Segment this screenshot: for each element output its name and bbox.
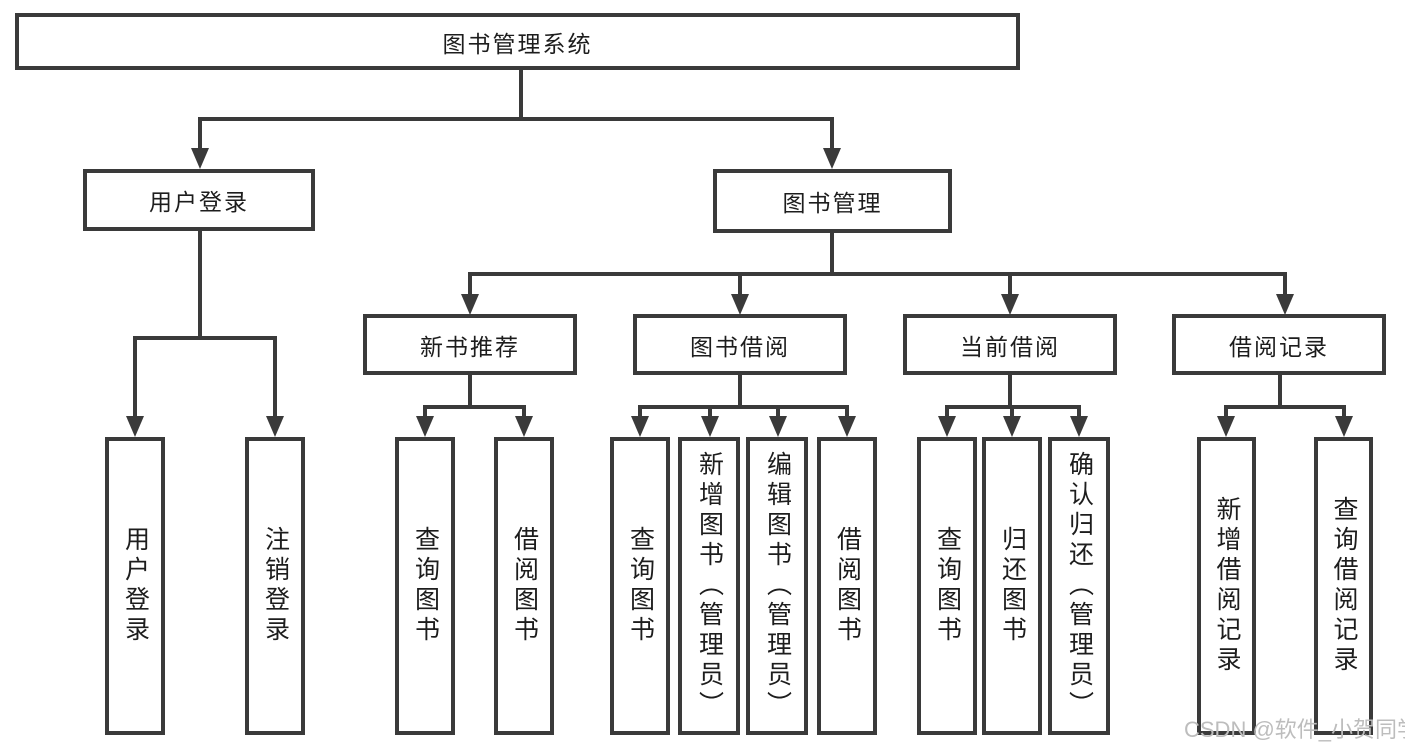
arrow-to-nb-query: [416, 405, 434, 437]
arrow-to-cb-return: [1003, 405, 1021, 437]
arrow-to-leaf-user-login: [126, 336, 144, 437]
leaf-bb-borrow-books: 借阅图书: [817, 437, 877, 735]
node-user-login: 用户登录: [83, 169, 315, 231]
leaf-bb-query-books: 查询图书: [610, 437, 670, 735]
connector-borrow-records-split: [1224, 405, 1346, 409]
node-borrow-records: 借阅记录: [1172, 314, 1386, 375]
arrow-to-bb-borrow: [838, 405, 856, 437]
watermark: CSDN @软件_小贺同学: [1184, 717, 1405, 742]
arrow-to-bb-add: [701, 405, 719, 437]
leaf-label: 用户登录: [121, 526, 150, 646]
arrow-to-book-management: [823, 117, 841, 169]
arrow-to-bb-edit: [769, 405, 787, 437]
arrow-to-book-borrow: [731, 272, 749, 315]
leaf-label: 归还图书: [998, 526, 1027, 646]
leaf-label: 新增图书（管理员）: [695, 451, 724, 721]
connector-level2-split: [468, 272, 1287, 276]
connector-new-books-stem: [468, 371, 472, 409]
leaf-label: 注销登录: [261, 526, 290, 646]
leaf-br-add-record: 新增借阅记录: [1197, 437, 1256, 735]
node-label: 图书管理: [782, 190, 883, 216]
arrow-to-new-books: [461, 272, 479, 315]
connector-new-books-split: [423, 405, 526, 409]
arrow-to-cb-confirm: [1070, 405, 1088, 437]
node-label: 图书管理系统: [442, 30, 593, 57]
leaf-bb-edit-books-admin: 编辑图书（管理员）: [746, 437, 808, 735]
arrow-to-cb-query: [938, 405, 956, 437]
connector-book-management-stem: [830, 230, 834, 276]
node-book-borrow: 图书借阅: [633, 314, 847, 375]
node-library-management-system: 图书管理系统: [15, 13, 1020, 70]
node-new-book-recommend: 新书推荐: [363, 314, 577, 375]
leaf-cb-query-books: 查询图书: [917, 437, 977, 735]
leaf-label: 确认归还（管理员）: [1065, 451, 1094, 721]
node-book-management: 图书管理: [713, 169, 952, 233]
leaf-logout: 注销登录: [245, 437, 305, 735]
node-label: 图书借阅: [690, 333, 790, 360]
node-label: 借阅记录: [1229, 333, 1329, 360]
leaf-cb-confirm-return-admin: 确认归还（管理员）: [1048, 437, 1110, 735]
connector-borrow-records-stem: [1278, 371, 1282, 409]
arrow-to-nb-borrow: [515, 405, 533, 437]
node-label: 当前借阅: [960, 333, 1060, 360]
connector-user-login-stem: [198, 228, 202, 340]
arrow-to-bb-query: [631, 405, 649, 437]
leaf-label: 查询图书: [411, 526, 440, 646]
connector-level1-split: [198, 117, 834, 121]
node-label: 新书推荐: [420, 333, 520, 360]
leaf-bb-add-books-admin: 新增图书（管理员）: [678, 437, 740, 735]
arrow-to-br-add: [1217, 405, 1235, 437]
arrow-to-current-borrow: [1001, 272, 1019, 315]
leaf-label: 借阅图书: [510, 526, 539, 646]
connector-current-borrow-stem: [1008, 371, 1012, 409]
leaf-label: 新增借阅记录: [1213, 496, 1241, 676]
arrow-to-user-login: [191, 117, 209, 169]
leaf-nb-query-books: 查询图书: [395, 437, 455, 735]
leaf-user-login: 用户登录: [105, 437, 165, 735]
connector-book-borrow-split: [638, 405, 849, 409]
leaf-label: 借阅图书: [833, 526, 862, 646]
connector-user-login-split: [133, 336, 277, 340]
connector-root-stem: [519, 66, 523, 121]
leaf-br-query-record: 查询借阅记录: [1314, 437, 1373, 735]
leaf-nb-borrow-books: 借阅图书: [494, 437, 554, 735]
node-label: 用户登录: [149, 189, 249, 215]
arrow-to-br-query: [1335, 405, 1353, 437]
leaf-label: 编辑图书（管理员）: [763, 451, 792, 721]
arrow-to-borrow-records: [1276, 272, 1294, 315]
leaf-label: 查询图书: [626, 526, 655, 646]
arrow-to-leaf-logout: [266, 336, 284, 437]
node-current-borrow: 当前借阅: [903, 314, 1117, 375]
leaf-label: 查询图书: [933, 526, 962, 646]
leaf-label: 查询借阅记录: [1330, 496, 1358, 676]
connector-book-borrow-stem: [738, 371, 742, 409]
leaf-cb-return-books: 归还图书: [982, 437, 1042, 735]
